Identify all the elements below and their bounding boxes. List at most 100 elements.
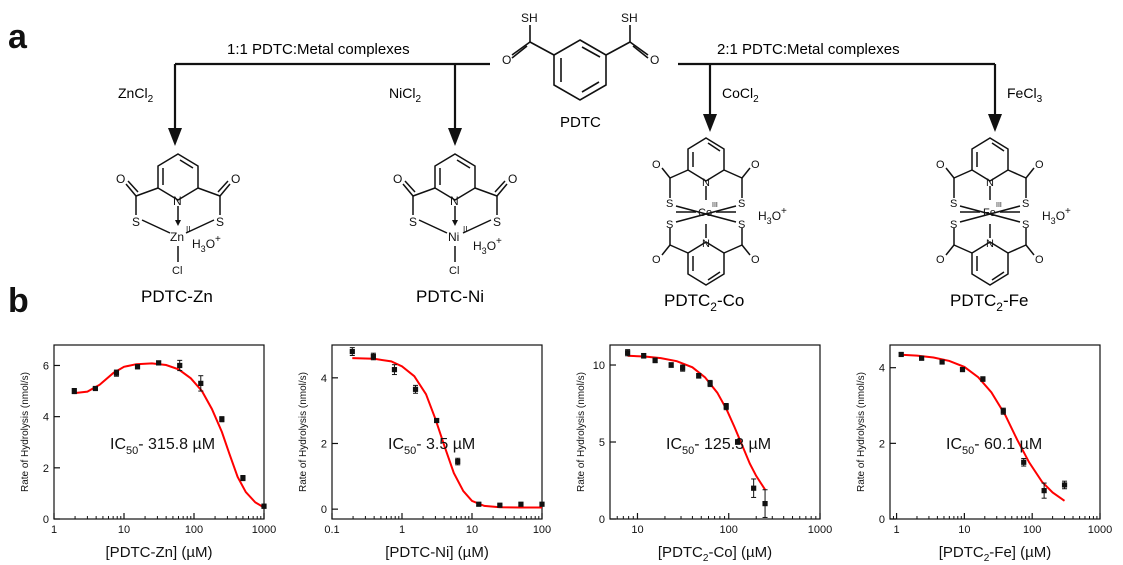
x-tick-label: 10 [958, 524, 970, 536]
svg-text:S: S [132, 215, 140, 229]
reagent-nicl2: NiCl2 [389, 85, 421, 105]
data-point [434, 417, 440, 424]
y-tick-label: 0 [321, 504, 327, 516]
complex-pdtc2-fe: N O O S S S S Fe III N O O H3O+ [936, 137, 1071, 286]
arrowhead-ni [448, 128, 462, 146]
data-point [539, 501, 545, 507]
data-point [113, 370, 120, 376]
svg-text:S: S [409, 215, 417, 229]
x-tick-label: 1 [51, 524, 57, 536]
svg-text:Zn: Zn [170, 230, 184, 244]
svg-text:O: O [936, 254, 945, 266]
y-axis-label: Rate of Hydrolysis (nmol/s) [298, 372, 309, 492]
reaction-scheme: SH SH O O PDTC 1:1 PDTC:Metal complexes … [116, 11, 1071, 314]
arrowhead-fe [988, 114, 1002, 132]
y-axis-label: Rate of Hydrolysis (nmol/s) [20, 372, 31, 492]
panel-letter-b: b [8, 282, 29, 320]
y-axis-label: Rate of Hydrolysis (nmol/s) [856, 372, 867, 492]
ic50-annotation: IC50- 3.5 µM [388, 436, 475, 457]
data-point [1041, 488, 1047, 494]
svg-text:S: S [493, 215, 501, 229]
svg-text:III: III [712, 202, 718, 209]
plot-frame [889, 344, 1101, 520]
product-name-zn: PDTC-Zn [141, 287, 213, 306]
y-tick-label: 6 [43, 360, 49, 372]
data-point [518, 501, 524, 507]
data-point [939, 359, 945, 365]
data-point [959, 366, 966, 373]
data-point [412, 386, 419, 392]
y-axis-label: Rate of Hydrolysis (nmol/s) [576, 372, 587, 492]
x-axis-label: [PDTC-Ni] (µM) [385, 544, 489, 561]
svg-text:H3O+: H3O+ [758, 206, 787, 226]
ligand-name: PDTC [560, 114, 601, 131]
plot-frame [609, 344, 821, 520]
atom-label: O [502, 53, 511, 67]
data-point [707, 380, 713, 387]
data-point [668, 362, 674, 368]
y-tick-label: 10 [593, 360, 605, 372]
data-point [198, 380, 204, 386]
data-point [1021, 459, 1027, 465]
x-tick-label: 10 [631, 524, 643, 536]
y-tick-label: 5 [599, 437, 605, 449]
svg-text:S: S [950, 219, 957, 231]
data-point [71, 388, 77, 394]
x-axis-label: [PDTC2-Fe] (µM) [939, 544, 1052, 563]
y-tick-label: 0 [879, 514, 885, 526]
reagent-cocl2: CoCl2 [722, 85, 759, 105]
data-point [734, 439, 741, 445]
data-point [261, 503, 267, 509]
product-name-fe: PDTC2-Fe [950, 291, 1028, 314]
data-point [1000, 408, 1006, 414]
y-tick-label: 2 [879, 438, 885, 450]
data-point [370, 353, 376, 360]
data-point [723, 403, 729, 410]
atom-label: O [650, 53, 659, 67]
svg-text:N: N [450, 194, 459, 208]
svg-text:N: N [986, 177, 994, 189]
x-axis-label: [PDTC-Zn] (µM) [106, 544, 213, 561]
data-point [219, 416, 225, 422]
plot-frame [53, 344, 265, 520]
x-tick-label: 10 [118, 524, 130, 536]
svg-text:O: O [936, 159, 945, 171]
data-point [1061, 482, 1068, 488]
y-tick-label: 0 [599, 514, 605, 526]
svg-text:Co: Co [698, 207, 712, 219]
data-point [455, 458, 461, 465]
fit-curve [352, 357, 542, 509]
product-name-co: PDTC2-Co [664, 291, 744, 314]
reagent-zncl2: ZnCl2 [118, 85, 154, 105]
svg-text:N: N [702, 177, 710, 189]
svg-text:O: O [231, 172, 240, 186]
svg-text:S: S [666, 219, 673, 231]
svg-text:O: O [393, 172, 402, 186]
svg-text:S: S [950, 198, 957, 210]
x-tick-label: 1000 [808, 524, 832, 536]
atom-label: SH [521, 11, 538, 25]
svg-text:S: S [666, 198, 673, 210]
fit-curve [74, 362, 265, 509]
panel-letter-a: a [8, 18, 27, 56]
svg-text:Fe: Fe [983, 207, 996, 219]
atom-label: SH [621, 11, 638, 25]
x-tick-label: 100 [185, 524, 203, 536]
svg-text:S: S [216, 215, 224, 229]
svg-text:II: II [463, 225, 467, 234]
svg-text:O: O [508, 172, 517, 186]
data-point [919, 355, 925, 361]
svg-text:O: O [1035, 254, 1044, 266]
y-tick-label: 4 [43, 412, 49, 424]
svg-text:H3O+: H3O+ [473, 236, 502, 256]
svg-text:Ni: Ni [448, 230, 459, 244]
group-label-1to1: 1:1 PDTC:Metal complexes [227, 41, 410, 58]
x-axis-label: [PDTC2-Co] (µM) [658, 544, 772, 563]
svg-text:N: N [986, 238, 994, 250]
svg-text:N: N [702, 238, 710, 250]
svg-text:S: S [738, 219, 745, 231]
svg-text:H3O+: H3O+ [1042, 206, 1071, 226]
